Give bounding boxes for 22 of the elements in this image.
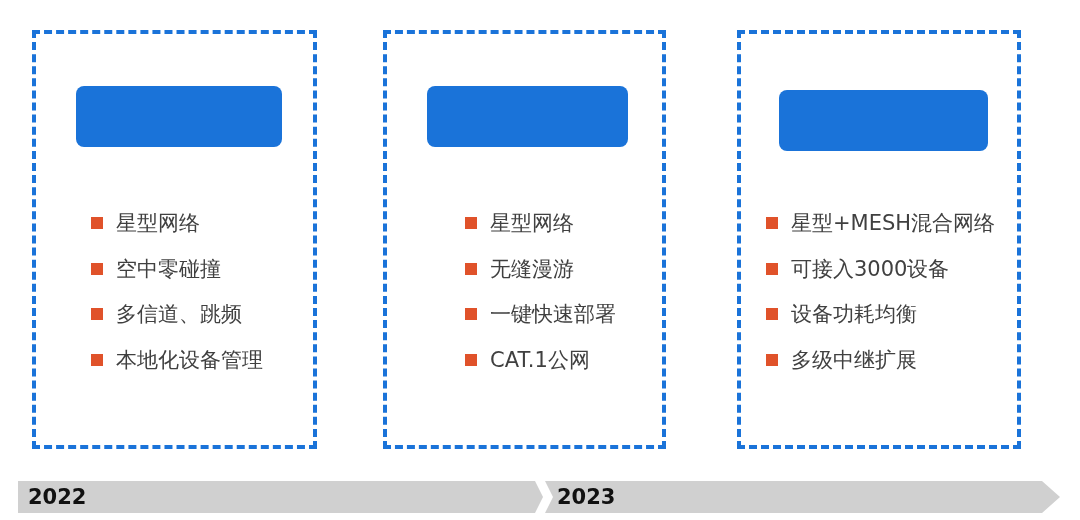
list-item: 多信道、跳频 [116,301,242,327]
list-item: 多级中继扩展 [791,347,917,373]
title-button [779,90,988,151]
list-item: 可接入3000设备 [791,256,950,282]
title-button [76,86,282,147]
title-button [427,86,628,147]
timeline-band [545,481,1060,513]
list-item: 设备功耗均衡 [791,301,917,327]
dashed-panel [383,30,666,449]
list-item: 星型网络 [490,210,574,236]
dashed-panel [32,30,317,449]
list-item: 星型网络 [116,210,200,236]
timeline-band [18,481,543,513]
dashed-panel [737,30,1021,449]
list-item: 本地化设备管理 [116,347,263,373]
list-item: 星型+MESH混合网络 [791,210,996,236]
year-label: 2023 [557,485,616,509]
list-item: CAT.1公网 [490,347,590,373]
list-item: 一键快速部署 [490,301,616,327]
list-item: 空中零碰撞 [116,256,221,282]
list-item: 无缝漫游 [490,256,574,282]
year-label: 2022 [28,485,87,509]
